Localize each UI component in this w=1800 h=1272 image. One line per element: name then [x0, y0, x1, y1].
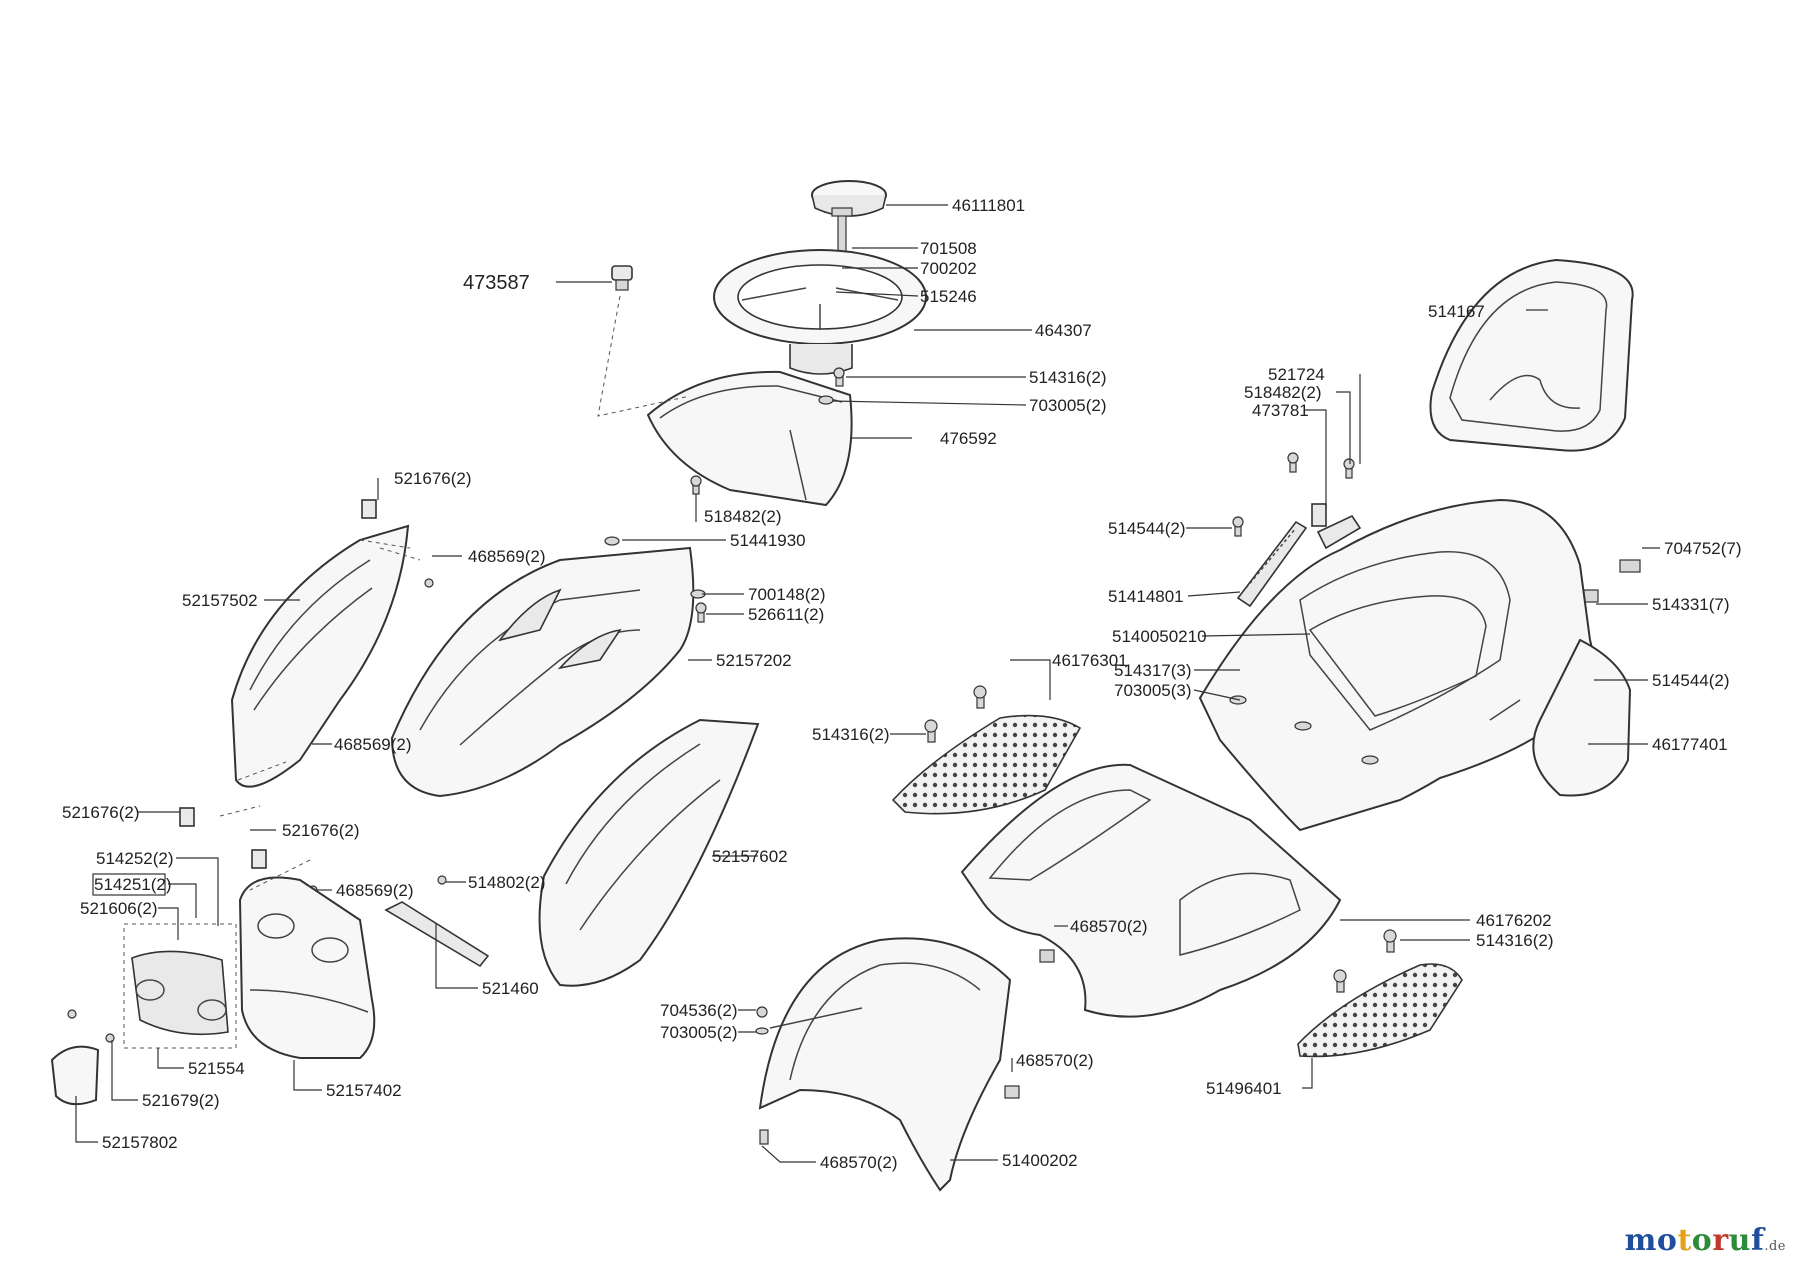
steering-wheel-part [713, 249, 927, 375]
part-label: 514802(2) [468, 873, 546, 892]
part-label: 521676(2) [282, 821, 360, 840]
part-label: 51414801 [1108, 587, 1184, 606]
part-label: 514331(7) [1652, 595, 1730, 614]
dashboard-part [646, 370, 853, 507]
front-grille-part [238, 876, 376, 1059]
part-label: 514316(2) [1029, 368, 1107, 387]
part-label: 468569(2) [468, 547, 546, 566]
part-label: 521676(2) [62, 803, 140, 822]
part-label: 51441930 [730, 531, 806, 550]
side-bracket-part [1236, 520, 1308, 608]
rear-body-part [1198, 498, 1602, 832]
part-label: 52157402 [326, 1081, 402, 1100]
part-label: 703005(2) [660, 1023, 738, 1042]
floor-panel-part [960, 763, 1342, 1018]
part-label: 51400202 [1002, 1151, 1078, 1170]
leader-lines [75, 204, 1660, 1163]
part-label: 515246 [920, 287, 977, 306]
motoruf-logo: motoruf.de [1625, 1223, 1786, 1258]
part-label: 521554 [188, 1059, 245, 1078]
logo-letter: f [1750, 1223, 1765, 1258]
part-label: 518482(2) [704, 507, 782, 526]
part-label: 514544(2) [1108, 519, 1186, 538]
logo-letter: u [1728, 1223, 1751, 1258]
part-label: 468570(2) [820, 1153, 898, 1172]
part-label: 521606(2) [80, 899, 158, 918]
front-hood-part [390, 536, 695, 798]
part-label: 468569(2) [336, 881, 414, 900]
logo-letter: t [1677, 1223, 1692, 1258]
part-label: 704536(2) [660, 1001, 738, 1020]
part-label: 468569(2) [334, 735, 412, 754]
logo-letter: r [1712, 1223, 1729, 1258]
assembly-guides [219, 295, 691, 891]
clip-part [179, 499, 377, 869]
screw-part [690, 367, 845, 495]
part-label: 46177401 [1652, 735, 1728, 754]
bracket-part [384, 901, 490, 968]
part-label: 46176202 [1476, 911, 1552, 930]
part-label: 704752(7) [1664, 539, 1742, 558]
part-label: 514167 [1428, 302, 1485, 321]
part-label: 468570(2) [1016, 1051, 1094, 1070]
part-label: 514544(2) [1652, 671, 1730, 690]
part-label: 52157202 [716, 651, 792, 670]
part-label: 514316(2) [1476, 931, 1554, 950]
part-label: 514252(2) [96, 849, 174, 868]
part-label: 468570(2) [1070, 917, 1148, 936]
part-labels: 46111801 701508 700202 473587 515246 464… [62, 196, 1742, 1172]
logo-letter: m [1624, 1223, 1657, 1258]
part-label: 701508 [920, 239, 977, 258]
seat-part [1429, 258, 1634, 452]
front-cap-part [50, 1045, 100, 1106]
part-label: 521724 [1268, 365, 1325, 384]
part-label: 52157502 [182, 591, 258, 610]
part-label: 521460 [482, 979, 539, 998]
part-label: 514251(2) [94, 875, 172, 894]
logo-letter: o [1691, 1223, 1713, 1258]
switch-part [1311, 503, 1362, 550]
highlight-box [92, 873, 166, 896]
part-label: 514317(3) [1114, 661, 1192, 680]
part-label: 703005(3) [1114, 681, 1192, 700]
part-label: 473587 [463, 272, 530, 294]
part-label: 52157602 [712, 847, 788, 866]
part-label: 521679(2) [142, 1091, 220, 1110]
part-label: 5140050210 [1112, 627, 1207, 646]
part-label: 518482(2) [1244, 383, 1322, 402]
part-label: 521676(2) [394, 469, 472, 488]
floor-front-part [758, 937, 1012, 1192]
part-label: 52157802 [102, 1133, 178, 1152]
part-label: 473781 [1252, 401, 1309, 420]
part-label: 526611(2) [748, 605, 824, 624]
headlight-grille-part [123, 923, 237, 1049]
knob-part [611, 265, 633, 291]
part-label: 476592 [940, 429, 997, 448]
part-label: 51496401 [1206, 1079, 1282, 1098]
part-label: 703005(2) [1029, 396, 1107, 415]
part-label: 464307 [1035, 321, 1092, 340]
footrest-left-part [891, 714, 1082, 815]
left-side-panel-part [230, 524, 410, 788]
rear-fender-part [1532, 638, 1632, 797]
logo-tld: .de [1764, 1239, 1786, 1254]
screw-part [67, 875, 1055, 1145]
part-label: 514316(2) [812, 725, 890, 744]
footrest-right-part [1297, 963, 1463, 1058]
screw-part [924, 685, 1397, 993]
part-label: 46176301 [1052, 651, 1128, 670]
logo-wordmark: motoruf [1625, 1223, 1765, 1258]
part-label: 700148(2) [748, 585, 826, 604]
right-side-panel-part [538, 718, 760, 987]
logo-letter: o [1656, 1223, 1678, 1258]
part-label: 46111801 [952, 196, 1025, 215]
part-label: 700202 [920, 259, 977, 278]
